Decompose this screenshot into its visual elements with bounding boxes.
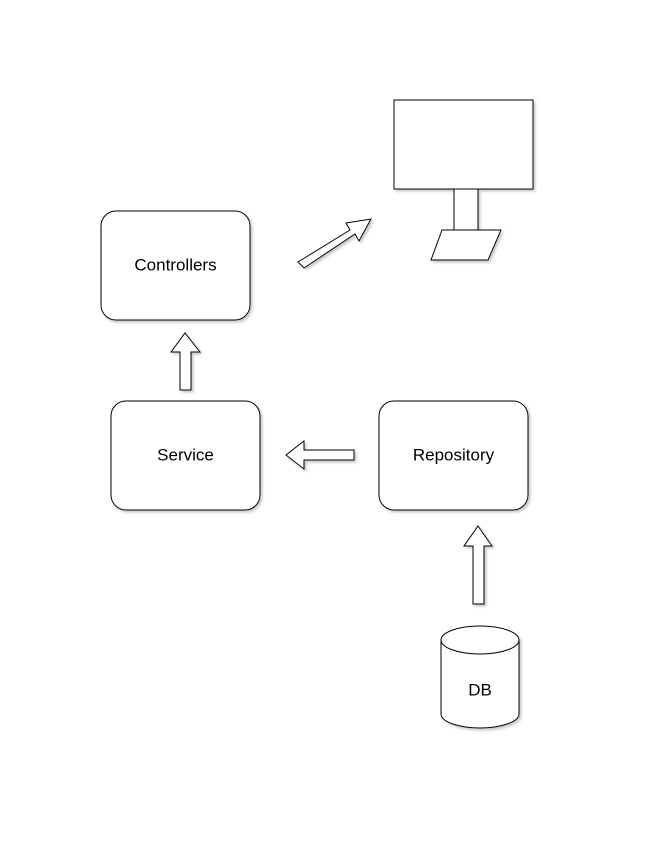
service-box <box>110 400 261 511</box>
controllers-label: Controllers <box>134 255 216 274</box>
db-cylinder-top <box>440 625 520 655</box>
monitor-icon <box>393 99 534 261</box>
service-label: Service <box>157 445 214 464</box>
service-node[interactable]: Service <box>110 400 261 511</box>
arrow-repository-to-service <box>285 439 355 471</box>
db-cylinder-body <box>440 640 520 729</box>
repository-node[interactable]: Repository <box>378 400 529 511</box>
repository-box <box>378 400 529 511</box>
repository-label: Repository <box>413 445 495 464</box>
arrow-db-to-repository <box>463 525 493 605</box>
controllers-node[interactable]: Controllers <box>100 210 251 321</box>
monitor-base <box>430 229 502 261</box>
arrow-controllers-to-monitor <box>297 218 372 269</box>
db-node[interactable]: DB <box>440 625 520 729</box>
db-label: DB <box>468 680 492 699</box>
monitor-screen <box>393 99 534 190</box>
arrow-service-to-controllers <box>170 332 202 391</box>
monitor-stand <box>453 188 479 231</box>
controllers-box <box>100 210 251 321</box>
